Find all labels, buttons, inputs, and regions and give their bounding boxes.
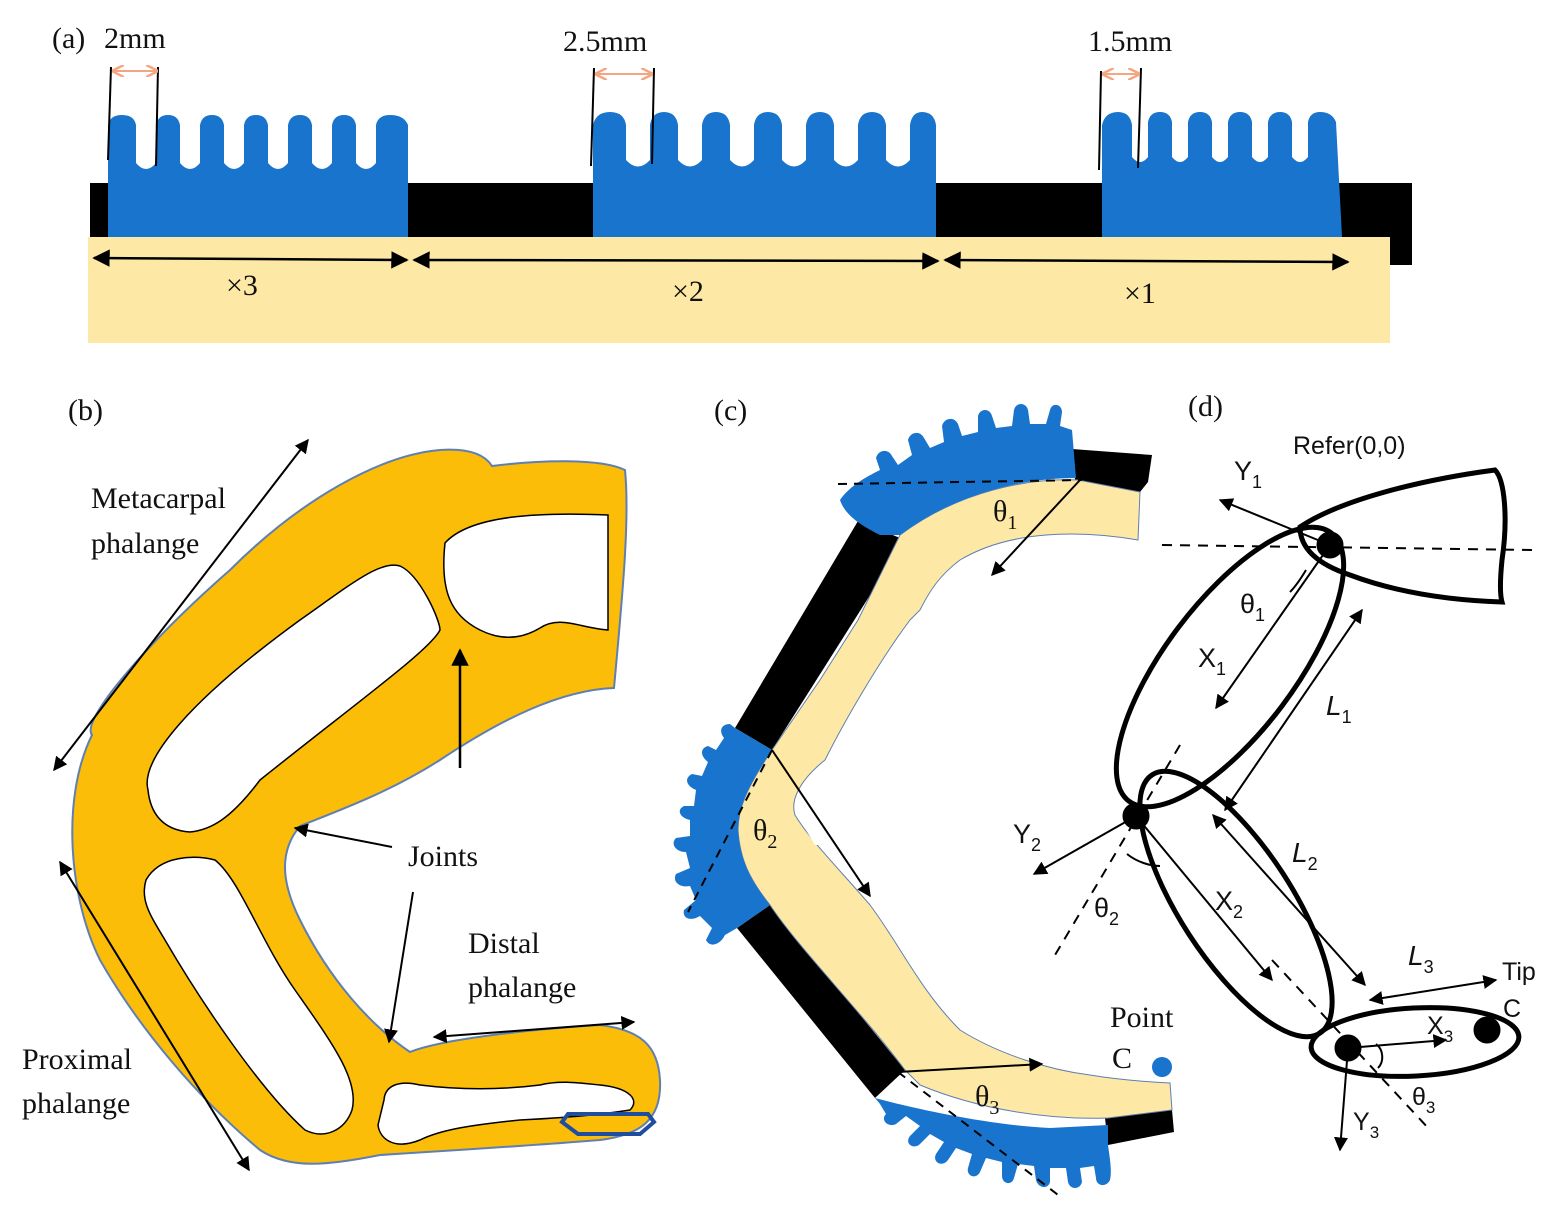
comb-block-3 <box>1102 112 1342 237</box>
theta2-arrow <box>771 749 871 898</box>
multiplier-3: ×1 <box>1124 277 1156 310</box>
reference-block <box>1297 467 1508 605</box>
tip-point-c <box>1473 1016 1501 1044</box>
comb-top <box>840 404 1076 535</box>
joint-arrow-2 <box>293 823 393 848</box>
comb-block-1 <box>108 115 408 237</box>
spacing-tick <box>1137 67 1142 169</box>
joints-label: Joints <box>408 840 478 873</box>
cream-base-layer <box>88 237 1390 343</box>
spacing-tick <box>107 66 112 161</box>
x3-axis-arrow <box>1347 1034 1448 1049</box>
comb-middle <box>673 724 772 945</box>
comb-bottom <box>875 1098 1111 1188</box>
y3-label: Y3 <box>1353 1108 1379 1142</box>
theta2-label: θ2 <box>1094 893 1119 929</box>
theta1-label: θ1 <box>993 495 1017 534</box>
theta1-arrow <box>991 479 1081 577</box>
refer-label: Refer(0,0) <box>1293 432 1406 460</box>
joint2-dashed-line <box>1054 744 1181 956</box>
distal-label-2: phalange <box>468 971 576 1004</box>
tip-label: Tip <box>1502 958 1536 986</box>
metacarpal-arrow <box>53 438 309 772</box>
y2-axis-arrow <box>1032 815 1137 875</box>
joint-arrow-3 <box>384 891 414 1044</box>
spacing-label-2: 2.5mm <box>563 25 647 58</box>
segment-arrow-1 <box>92 249 409 269</box>
panel-d-label: (d) <box>1188 390 1223 423</box>
reference-line-2 <box>687 749 773 913</box>
y2-label: Y2 <box>1013 819 1041 855</box>
l3-arrow <box>1368 975 1498 1005</box>
multiplier-2: ×2 <box>672 275 704 308</box>
theta1-arc <box>1289 569 1307 593</box>
l2-arrow <box>1212 813 1366 987</box>
finger-body <box>737 479 1173 1119</box>
l3-label: L3 <box>1408 940 1434 977</box>
panel-d <box>1032 467 1536 1152</box>
x1-label: X1 <box>1198 643 1226 679</box>
c-label: C <box>1503 995 1521 1023</box>
y1-label: Y1 <box>1234 456 1262 492</box>
proximal-arrow <box>59 860 250 1172</box>
point-label-1: Point <box>1110 1001 1174 1034</box>
link-3 <box>1308 1005 1522 1079</box>
tip-marker <box>559 1112 657 1136</box>
theta1-label: θ1 <box>1240 589 1265 625</box>
x2-label: X2 <box>1215 886 1243 922</box>
backbone-segment-lower <box>737 905 905 1098</box>
y1-axis-arrow <box>1218 498 1331 546</box>
l2-label: L2 <box>1292 837 1318 874</box>
panel-b-label: (b) <box>68 394 103 427</box>
backbone-segment-bottom <box>1105 1110 1174 1145</box>
comb-block-2 <box>593 112 936 237</box>
metacarpal-label-1: Metacarpal <box>91 482 226 515</box>
theta3-arc <box>1375 1043 1384 1069</box>
theta3-label: θ3 <box>975 1080 999 1119</box>
spacing-label-1: 2mm <box>104 22 166 55</box>
proximal-label-2: phalange <box>22 1087 130 1120</box>
ref-dashed-horizontal <box>1161 544 1536 551</box>
hole-2 <box>443 513 609 638</box>
reference-line-1 <box>837 479 1083 485</box>
hole-4 <box>377 1081 635 1145</box>
panel-a-label: (a) <box>52 22 85 55</box>
backbone-segment-top <box>1072 449 1152 492</box>
panel-b: (b) Metacarpal phalange Joints Distal ph… <box>22 394 662 1172</box>
segment-arrow-2 <box>412 251 940 270</box>
spacing-label-3: 1.5mm <box>1088 25 1172 58</box>
theta3-label: θ3 <box>1412 1083 1435 1117</box>
backbone-segment-upper <box>735 521 905 750</box>
distal-label-1: Distal <box>468 927 540 960</box>
spacing-tick <box>1098 70 1102 171</box>
reference-line-3 <box>897 1071 1063 1199</box>
proximal-label-1: Proximal <box>22 1043 132 1076</box>
x3-label: X3 <box>1427 1012 1453 1046</box>
spacing-tick <box>590 67 595 167</box>
point-label-2: C <box>1112 1042 1132 1075</box>
distal-arrow <box>432 1015 636 1044</box>
panel-d-labels: (d) Refer(0,0) Y1 θ1 X1 L1 Y2 L2 θ2 X2 L… <box>1013 390 1536 1142</box>
spacing-tick <box>651 67 655 165</box>
theta2-label: θ2 <box>753 814 777 853</box>
inner-cut <box>800 785 840 845</box>
theta2-arc <box>1126 853 1161 867</box>
panel-c: (c) θ1 θ2 θ3 Point C <box>673 394 1174 1199</box>
spacing-tick <box>155 66 159 167</box>
y3-axis-arrow <box>1334 1047 1349 1152</box>
panel-c-label: (c) <box>714 394 747 427</box>
metacarpal-label-2: phalange <box>91 527 199 560</box>
segment-arrow-3 <box>943 251 1350 271</box>
l1-arrow <box>1224 608 1363 812</box>
theta3-arrow <box>897 1057 1044 1073</box>
l1-label: L1 <box>1326 690 1352 727</box>
panel-a: (a) 2mm 2.5mm 1.5mm ×3 ×2 ×1 <box>52 22 1412 343</box>
joint3-dashed-line <box>1271 959 1431 1131</box>
point-c-marker <box>1152 1057 1172 1077</box>
multiplier-1: ×3 <box>226 269 258 302</box>
